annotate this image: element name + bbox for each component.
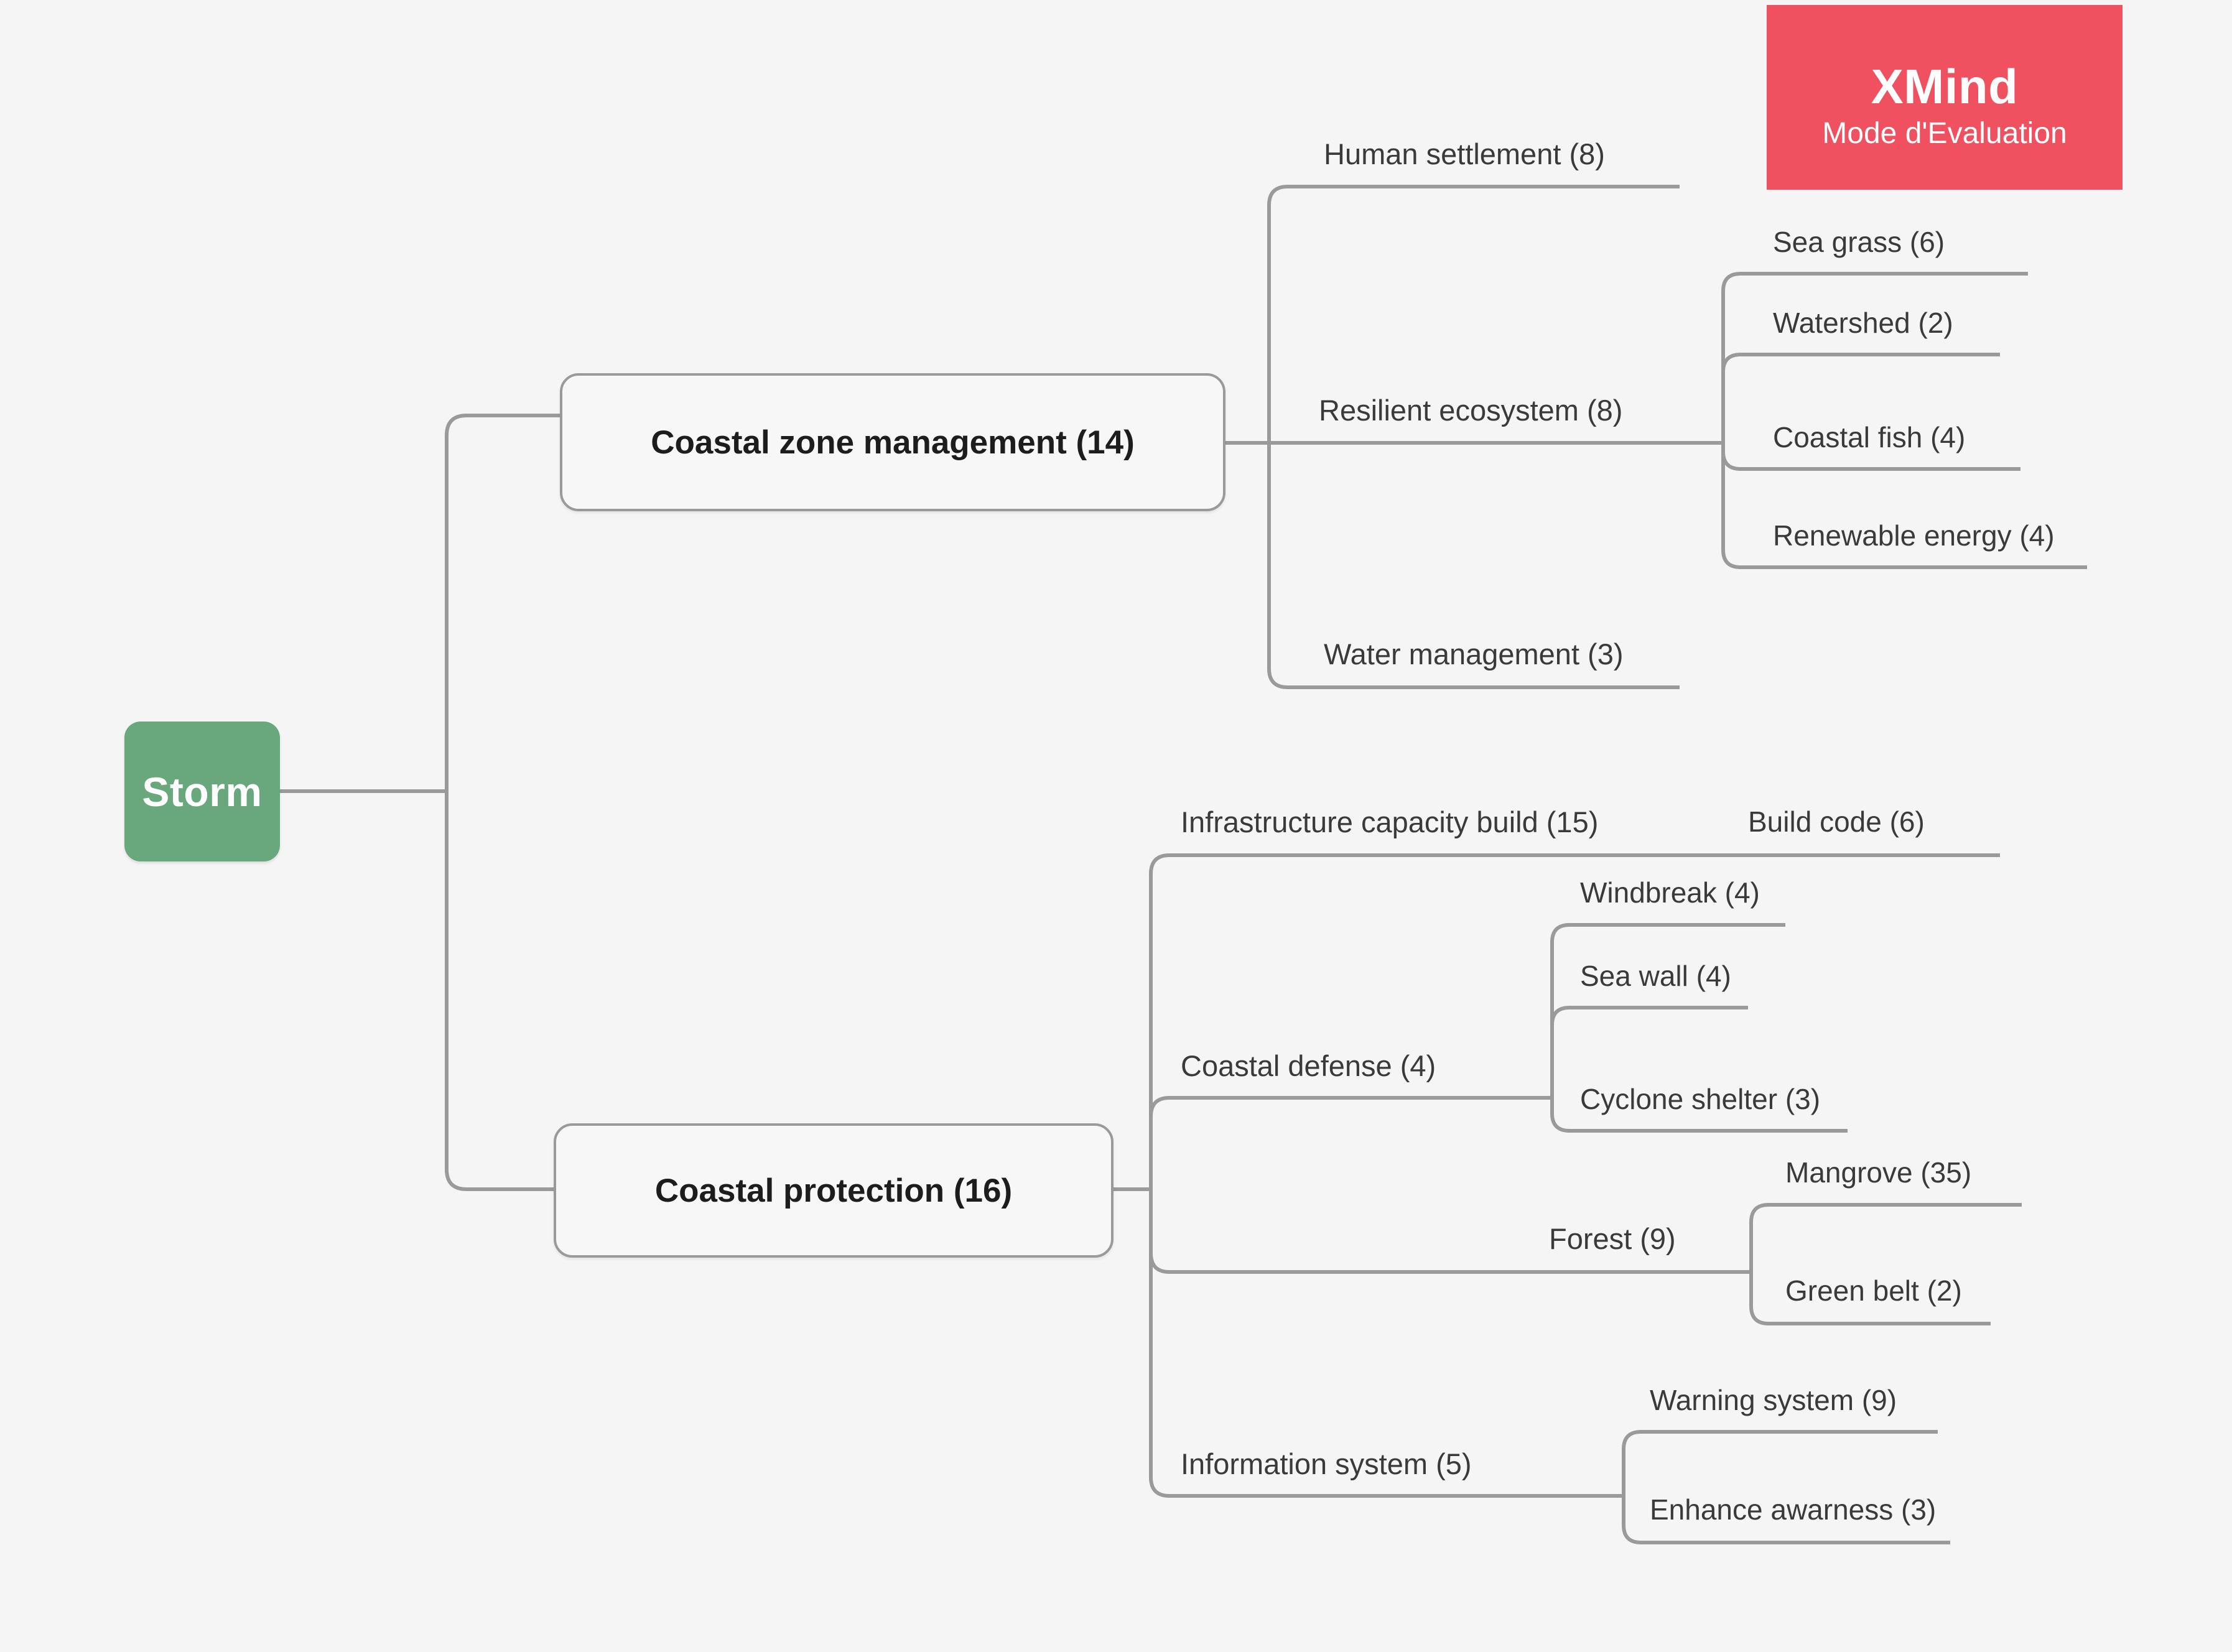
topic-label: Watershed (2) [1773,307,1953,339]
topic-label: Information system (5) [1181,1447,1472,1480]
branch-node-coastal-protection[interactable]: Coastal protection (16) [554,1123,1114,1258]
topic-water-management[interactable]: Water management (3) [1324,639,1624,669]
topic-label: Green belt (2) [1785,1274,1962,1307]
topic-coastal-fish[interactable]: Coastal fish (4) [1773,423,1965,452]
topic-label: Human settlement (8) [1324,137,1605,170]
branch-node-coastal-zone-management[interactable]: Coastal zone management (14) [560,373,1225,511]
topic-infrastructure-capacity-build[interactable]: Infrastructure capacity build (15) [1181,807,1598,837]
topic-label: Resilient ecosystem (8) [1319,394,1623,427]
topic-label: Warning system (9) [1650,1384,1897,1416]
topic-watershed[interactable]: Watershed (2) [1773,309,1953,337]
topic-information-system[interactable]: Information system (5) [1181,1449,1472,1478]
topic-enhance-awarness[interactable]: Enhance awarness (3) [1650,1495,1936,1524]
topic-cyclone-shelter[interactable]: Cyclone shelter (3) [1580,1085,1820,1113]
topic-renewable-energy[interactable]: Renewable energy (4) [1773,521,2055,550]
topic-green-belt[interactable]: Green belt (2) [1785,1276,1962,1305]
xmind-watermark-title: XMind [1871,59,2019,114]
topic-label: Renewable energy (4) [1773,519,2055,552]
topic-warning-system[interactable]: Warning system (9) [1650,1386,1897,1414]
root-node-storm[interactable]: Storm [124,722,280,861]
topic-human-settlement[interactable]: Human settlement (8) [1324,139,1605,169]
branch-node-label: Coastal zone management (14) [651,424,1135,461]
xmind-watermark-subtitle: Mode d'Evaluation [1822,117,2067,151]
root-node-label: Storm [142,768,263,815]
topic-label: Build code (6) [1748,805,1925,838]
topic-label: Mangrove (35) [1785,1156,1972,1189]
branch-node-label: Coastal protection (16) [654,1172,1013,1209]
topic-label: Coastal fish (4) [1773,421,1966,453]
topic-mangrove[interactable]: Mangrove (35) [1785,1158,1971,1187]
topic-sea-grass[interactable]: Sea grass (6) [1773,228,1945,256]
topic-label: Cyclone shelter (3) [1580,1083,1821,1115]
topic-forest[interactable]: Forest (9) [1549,1224,1676,1253]
topic-resilient-ecosystem[interactable]: Resilient ecosystem (8) [1319,396,1622,425]
topic-build-code[interactable]: Build code (6) [1748,807,1925,836]
topic-label: Forest (9) [1549,1222,1676,1255]
topic-label: Coastal defense (4) [1181,1049,1436,1082]
topic-label: Sea wall (4) [1580,960,1731,992]
topic-label: Enhance awarness (3) [1650,1493,1937,1526]
topic-label: Windbreak (4) [1580,876,1760,909]
topic-sea-wall[interactable]: Sea wall (4) [1580,962,1731,990]
topic-label: Infrastructure capacity build (15) [1181,805,1599,838]
topic-windbreak[interactable]: Windbreak (4) [1580,878,1760,907]
xmind-watermark-badge: XMind Mode d'Evaluation [1767,5,2123,190]
topic-label: Water management (3) [1324,638,1624,671]
topic-coastal-defense[interactable]: Coastal defense (4) [1181,1051,1436,1080]
topic-label: Sea grass (6) [1773,226,1945,258]
